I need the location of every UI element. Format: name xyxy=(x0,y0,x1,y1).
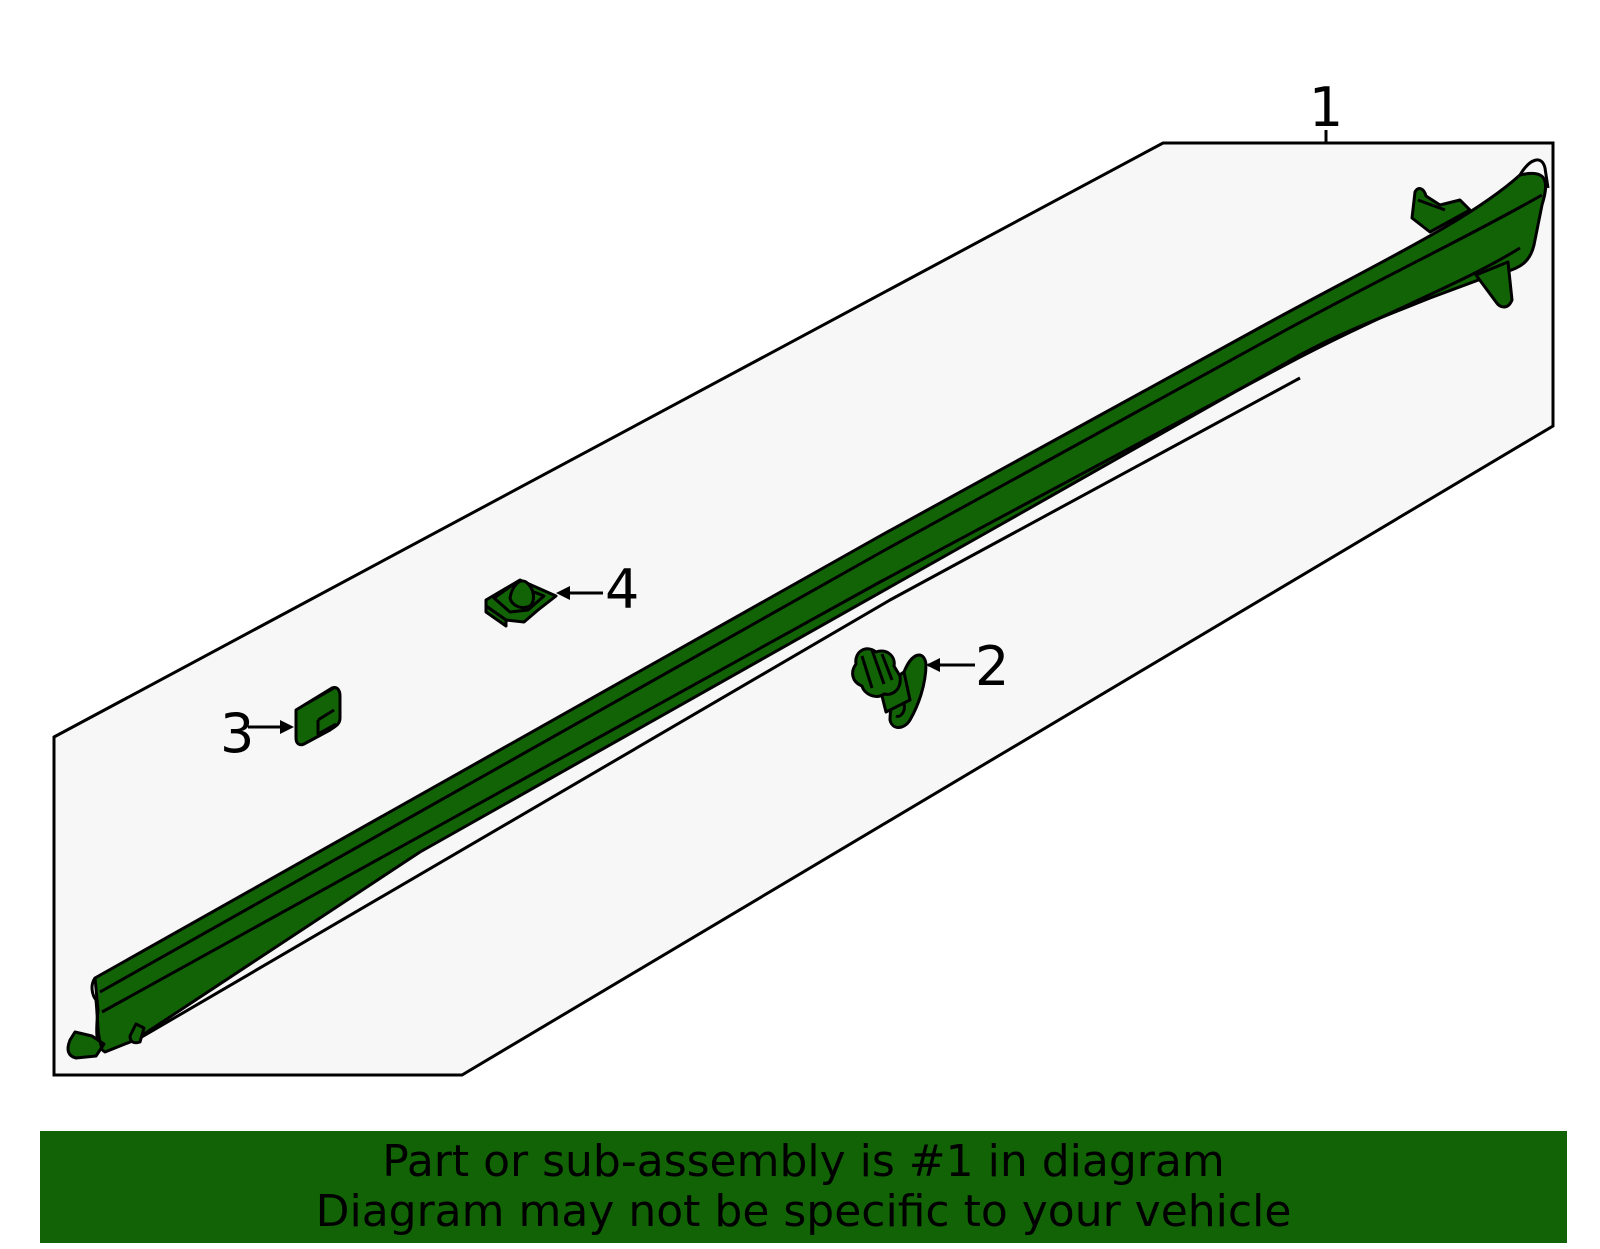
callout-4: 4 xyxy=(605,558,639,621)
footer-notice-line-2: Diagram may not be specific to your vehi… xyxy=(315,1186,1292,1237)
footer-notice-line-1: Part or sub-assembly is #1 in diagram xyxy=(382,1136,1225,1187)
callout-2: 2 xyxy=(975,635,1009,698)
leader-lines xyxy=(248,130,1328,734)
part-2-push-clip[interactable] xyxy=(851,647,928,729)
callout-1: 1 xyxy=(1309,76,1343,139)
part-3-retainer-clip[interactable] xyxy=(294,686,342,747)
parts-diagram: 1 2 3 4 xyxy=(52,76,1555,1077)
part-1-rocker-molding[interactable] xyxy=(66,158,1550,1060)
callout-3: 3 xyxy=(220,702,254,765)
footer-notice-banner: Part or sub-assembly is #1 in diagram Di… xyxy=(40,1131,1567,1243)
part-4-nut-clip[interactable] xyxy=(484,578,558,628)
